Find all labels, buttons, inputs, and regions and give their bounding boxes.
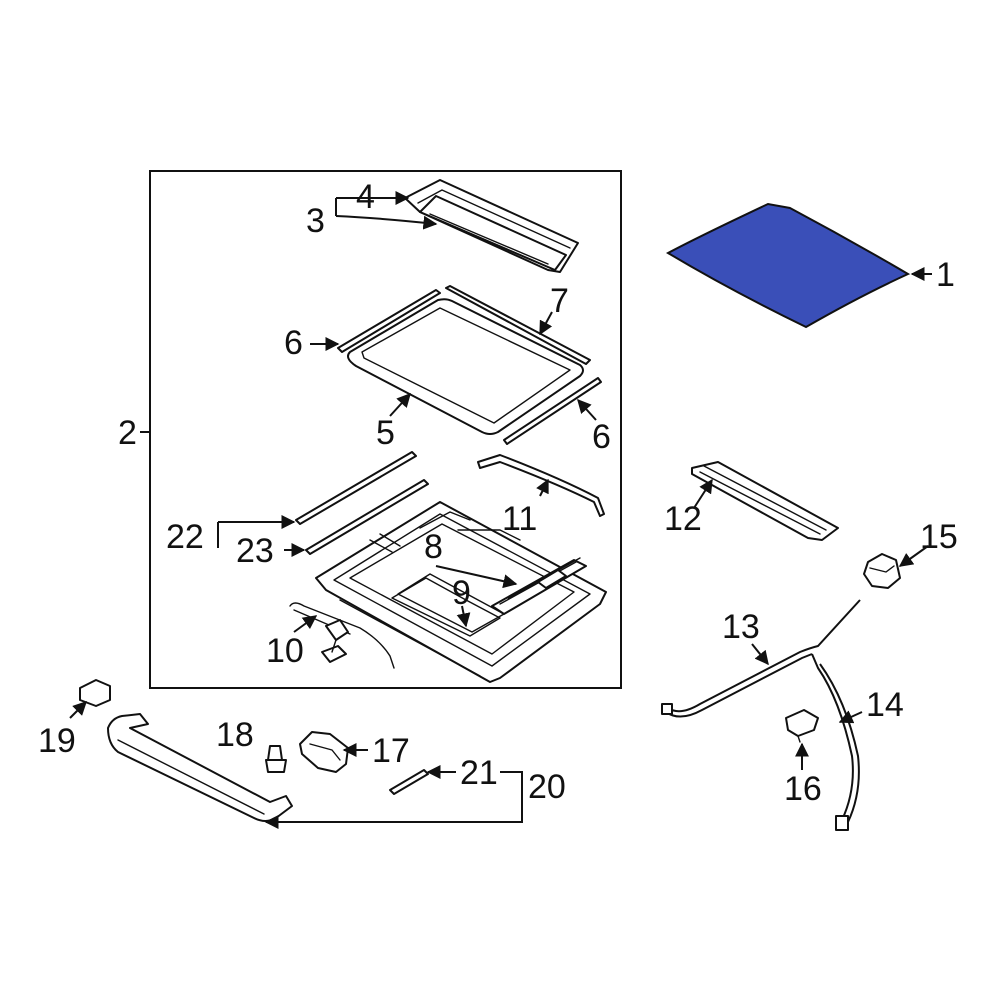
part-10-harness[interactable] [289, 602, 395, 669]
part-7-seal[interactable] [445, 285, 591, 365]
callout-8: 8 [424, 528, 443, 566]
callout-23: 23 [236, 532, 274, 570]
callout-20: 20 [528, 768, 566, 806]
callout-6a: 6 [284, 324, 303, 362]
callout-2: 2 [118, 414, 137, 452]
callout-21: 21 [460, 754, 498, 792]
part-18-bolt[interactable] [265, 745, 287, 773]
callout-14: 14 [866, 686, 904, 724]
assembly-box [149, 170, 622, 689]
callout-labels: 1 2 3 4 5 6 6 7 8 9 10 11 12 13 14 15 16… [38, 178, 958, 808]
part-11-cable[interactable] [477, 454, 605, 517]
part-14-drain-hose[interactable] [811, 653, 860, 831]
callout-5: 5 [376, 414, 395, 452]
part-21-clip[interactable] [389, 769, 429, 795]
part-22-rail[interactable] [295, 451, 417, 525]
part-6-seal-left[interactable] [337, 289, 441, 353]
part-19-cover[interactable] [79, 679, 111, 707]
part-3-4-deflector[interactable] [404, 179, 579, 273]
part-20-trim[interactable] [107, 713, 293, 822]
part-6-seal-right[interactable] [503, 377, 602, 445]
part-main-frame[interactable] [315, 501, 607, 683]
leader-lines [69, 198, 932, 829]
part-13-drain-hose[interactable] [661, 599, 861, 718]
callout-10: 10 [266, 632, 304, 670]
callout-18: 18 [216, 716, 254, 754]
callout-22: 22 [166, 518, 204, 556]
part-23-rail[interactable] [305, 479, 429, 555]
callout-4: 4 [356, 178, 375, 216]
part-1-glass-panel[interactable] [665, 202, 911, 329]
callout-9: 9 [452, 574, 471, 612]
callout-6b: 6 [592, 418, 611, 456]
callout-7: 7 [550, 282, 569, 320]
callout-17: 17 [372, 732, 410, 770]
part-5-glass-frame[interactable] [347, 298, 584, 435]
callout-3: 3 [306, 202, 325, 240]
part-9-seal[interactable] [391, 573, 505, 637]
part-12-shade-bar[interactable] [691, 461, 839, 541]
callout-16: 16 [784, 770, 822, 808]
callout-12: 12 [664, 500, 702, 538]
callout-13: 13 [722, 608, 760, 646]
callout-11: 11 [502, 500, 537, 538]
part-15-bracket[interactable] [863, 553, 901, 589]
part-16-grommet[interactable] [785, 709, 819, 743]
callout-1: 1 [936, 256, 955, 294]
part-17-motor[interactable] [299, 731, 349, 773]
callout-15: 15 [920, 518, 958, 556]
callout-19: 19 [38, 722, 76, 760]
